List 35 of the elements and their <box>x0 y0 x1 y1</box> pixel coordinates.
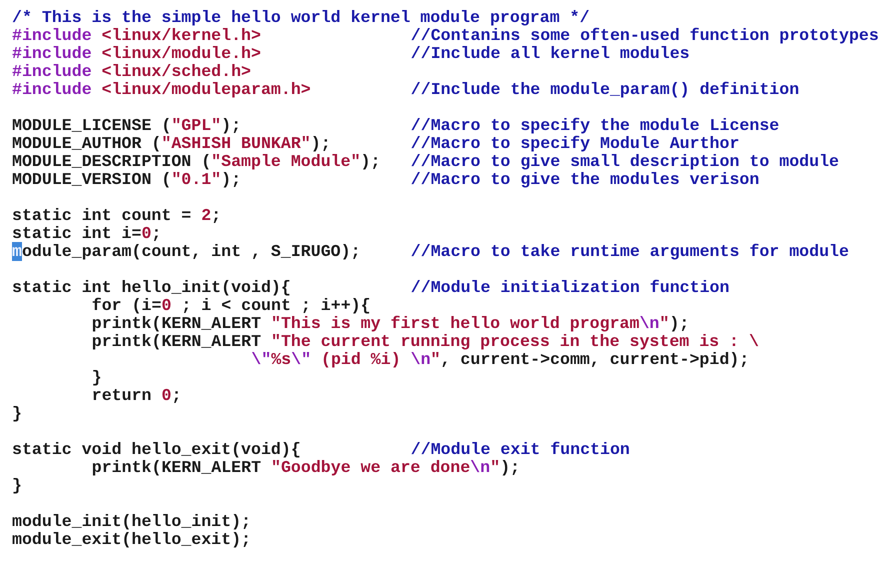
code-comment: //Macro to give small description to module <box>410 153 839 171</box>
code-line: for (i=0 ; i < count ; i++){ <box>92 297 371 315</box>
code-line: MODULE_DESCRIPTION ("Sample Module"); <box>12 153 380 171</box>
include-directive: #include <linux/sched.h> <box>12 63 252 81</box>
code-line: module_init(hello_init); <box>12 513 251 531</box>
code-comment: //Macro to take runtime arguments for module <box>410 243 849 261</box>
code-comment: //Module exit function <box>410 441 630 459</box>
code-line: return 0; <box>92 387 182 405</box>
code-line: } <box>12 405 22 423</box>
code-line: \"%s\" (pid %i) \n", current->comm, current->pid); <box>251 351 750 369</box>
code-line: static void hello_exit(void){ <box>12 441 301 459</box>
code-line: printk(KERN_ALERT "Goodbye we are done\n"); <box>92 459 520 477</box>
code-line: MODULE_AUTHOR ("ASHISH BUNKAR"); <box>12 135 331 153</box>
code-comment: //Module initialization function <box>410 279 730 297</box>
code-line: } <box>92 369 102 387</box>
code-line: printk(KERN_ALERT "The current running process in the system is : \ <box>92 333 759 351</box>
code-comment: //Contanins some often-used function prototypes <box>410 27 879 45</box>
code-line: static int i=0; <box>12 225 162 243</box>
include-directive: #include <linux/moduleparam.h> <box>12 81 311 99</box>
code-line: MODULE_VERSION ("0.1"); <box>12 171 242 189</box>
code-line: module_param(count, int , S_IRUGO); <box>12 243 361 261</box>
code-line: printk(KERN_ALERT "This is my first hello world program\n"); <box>92 315 690 333</box>
code-comment: //Macro to specify Module Aurthor <box>410 135 740 153</box>
code-line: static int hello_init(void){ <box>12 279 291 297</box>
code-line: MODULE_LICENSE ("GPL"); <box>12 117 242 135</box>
include-directive: #include <linux/kernel.h> <box>12 27 261 45</box>
code-comment: /* This is the simple hello world kernel module program */ <box>12 9 590 27</box>
code-line: } <box>12 477 22 495</box>
code-comment: //Include the module_param() definition <box>410 81 800 99</box>
code-line: module_exit(hello_exit); <box>12 531 251 549</box>
code-comment: //Macro to give the modules verison <box>410 171 760 189</box>
code-comment: //Macro to specify the module License <box>410 117 780 135</box>
include-directive: #include <linux/module.h> <box>12 45 261 63</box>
code-comment: //Include all kernel modules <box>410 45 690 63</box>
code-line: static int count = 2; <box>12 207 222 225</box>
